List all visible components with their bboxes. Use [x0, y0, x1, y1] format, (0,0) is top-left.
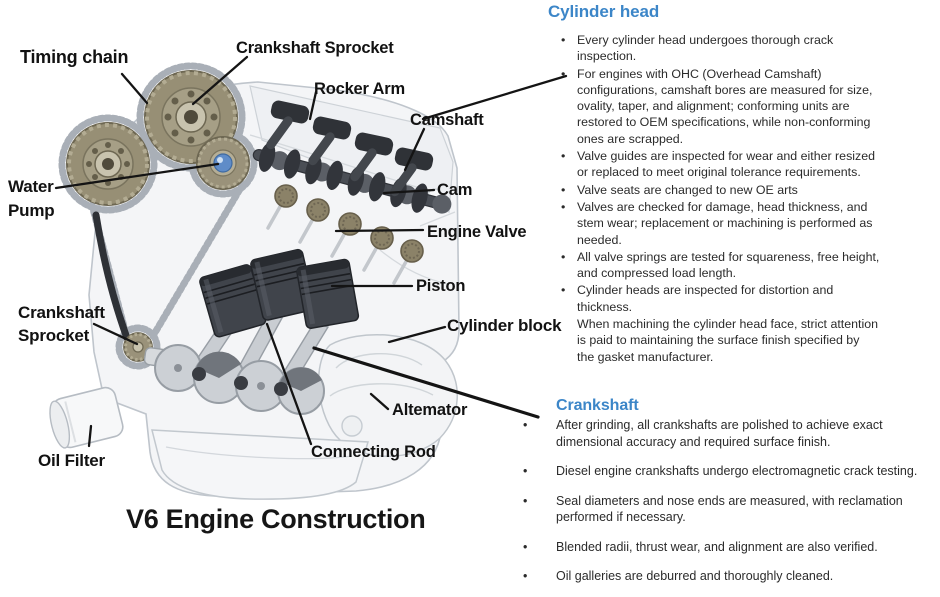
leader-water-pump [54, 162, 220, 190]
label-water-pump: Water Pump [8, 177, 55, 220]
leader-timing-chain [120, 72, 149, 105]
bullet-item: Oil galleries are deburred and thoroughl… [518, 568, 940, 585]
engine-valves-art [266, 184, 424, 285]
label-cam: Cam [437, 181, 473, 199]
section-crankshaft: Crankshaft After grinding, all crankshaf… [518, 397, 940, 597]
bullet-item: Every cylinder head undergoes thorough c… [546, 32, 880, 65]
leader-rocker-arm [308, 90, 318, 121]
diagram-title: V6 Engine Construction [126, 504, 426, 534]
label-timing-chain: Timing chain [20, 47, 129, 67]
label-crankshaft-sprocket-left: Crankshaft Sprocket [18, 303, 105, 345]
bullet-item: Cylinder heads are inspected for distort… [546, 282, 880, 315]
leader-camshaft [403, 127, 426, 172]
rocker-arms-art [266, 100, 434, 197]
bullet-item: Seal diameters and nose ends are measure… [518, 493, 940, 526]
bullet-item: Diesel engine crankshafts undergo electr… [518, 463, 940, 480]
label-crankshaft-sprocket-top: Crankshaft Sprocket [236, 39, 394, 57]
chain-tensioner-art [92, 211, 131, 342]
crankshaft-bullet-list: After grinding, all crankshafts are poli… [518, 417, 940, 585]
leader-alternator [369, 392, 390, 411]
label-piston: Piston [416, 277, 466, 295]
oil-filter-art [49, 386, 124, 449]
bullet-item: Valve guides are inspected for wear and … [546, 148, 880, 181]
leader-cylinder-block [387, 325, 447, 344]
leader-oil-filter [87, 424, 93, 448]
bullet-item: Valve seats are changed to new OE arts [546, 182, 880, 199]
leader-lines [54, 55, 568, 448]
leader-connecting-rod [265, 322, 313, 446]
bullet-item: For engines with OHC (Overhead Camshaft)… [546, 66, 880, 147]
bullet-item: Valves are checked for damage, head thic… [546, 199, 880, 248]
label-cylinder-block: Cylinder block [447, 316, 562, 335]
leader-crankshaft-sprocket-top [191, 55, 249, 106]
cylinder-head-heading: Cylinder head [548, 2, 660, 21]
section-cylinder-head: Cylinder head Every cylinder head underg… [546, 2, 938, 365]
leader-cam [382, 188, 436, 195]
leader-to-cylinder-head-section [421, 74, 568, 121]
bullet-item: All valve springs are tested for squaren… [546, 249, 880, 282]
label-oil-filter: Oil Filter [38, 451, 105, 470]
label-rocker-arm: Rocker Arm [314, 80, 405, 98]
label-engine-valve: Engine Valve [427, 223, 527, 241]
label-connecting-rod: Connecting Rod [311, 443, 436, 461]
crankshaft-heading: Crankshaft [556, 397, 639, 414]
label-camshaft: Camshaft [410, 111, 484, 129]
bullet-item: Blended radii, thrust wear, and alignmen… [518, 539, 940, 556]
cylinder-head-bullet-list: Every cylinder head undergoes thorough c… [546, 32, 880, 315]
water-pump-art [196, 136, 250, 190]
leader-to-crankshaft-section [312, 346, 540, 419]
alternator-art [318, 333, 458, 457]
cylinder-head-note: When machining the cylinder head face, s… [577, 317, 878, 364]
label-alternator: Altemator [392, 401, 468, 419]
leader-crankshaft-sprocket-left [92, 322, 139, 346]
leader-engine-valve [334, 228, 425, 233]
oil-pan-art [151, 429, 369, 500]
bullet-item: After grinding, all crankshafts are poli… [518, 417, 940, 450]
left-sprocket-art [66, 122, 150, 206]
